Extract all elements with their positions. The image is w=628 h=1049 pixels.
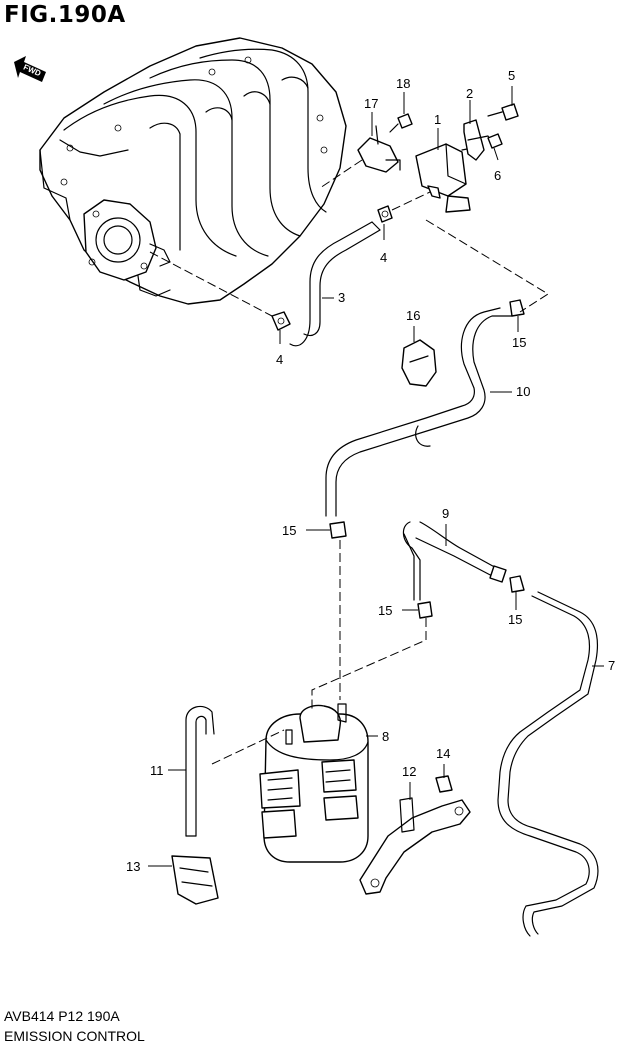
part-8-canister — [259, 703, 369, 863]
figure-caption: EMISSION CONTROL — [4, 1028, 145, 1044]
part-15-clamp-upper — [509, 299, 525, 317]
callout-2: 2 — [466, 86, 473, 101]
intake-manifold — [39, 37, 347, 305]
part-5-bolt — [487, 103, 519, 121]
figure-title: FIG.190A — [4, 2, 126, 28]
callout-9: 9 — [442, 506, 449, 521]
callout-16: 16 — [406, 308, 420, 323]
part-3-hose — [289, 221, 381, 347]
part-10-hose — [325, 307, 513, 517]
callout-7: 7 — [608, 658, 615, 673]
part-4-clamp-upper — [377, 205, 393, 223]
part-15-clamp-mid — [329, 521, 347, 539]
part-1-purge-valve — [415, 143, 475, 213]
callout-1: 1 — [434, 112, 441, 127]
part-7-hose — [497, 591, 599, 937]
callout-11: 11 — [150, 763, 164, 778]
figure-code: AVB414 P12 190A — [4, 1008, 120, 1024]
part-14-nut — [435, 775, 453, 793]
callout-3: 3 — [338, 290, 345, 305]
fwd-arrow-icon: FWD — [14, 56, 46, 82]
part-13-clip — [171, 855, 219, 905]
callout-13: 13 — [126, 859, 140, 874]
part-16-clip — [401, 339, 437, 387]
callout-15-right: 15 — [508, 612, 522, 627]
part-15-clamp-right — [509, 575, 525, 593]
callout-10: 10 — [516, 384, 530, 399]
callout-14: 14 — [436, 746, 450, 761]
callout-15-upper: 15 — [512, 335, 526, 350]
callout-8: 8 — [382, 729, 389, 744]
callout-15-mid: 15 — [282, 523, 296, 538]
callout-17: 17 — [364, 96, 378, 111]
callout-5: 5 — [508, 68, 515, 83]
callout-4-lower: 4 — [276, 352, 283, 367]
callouts: 1 2 3 4 4 5 6 7 8 9 10 11 12 13 14 15 15… — [126, 68, 615, 874]
callout-18: 18 — [396, 76, 410, 91]
part-11-hose — [185, 705, 215, 837]
part-9-hose — [402, 521, 507, 601]
connection-lines — [149, 159, 549, 765]
leader-lines — [148, 86, 604, 867]
callout-12: 12 — [402, 764, 416, 779]
callout-6: 6 — [494, 168, 501, 183]
part-18-bolt — [389, 113, 413, 133]
callout-15-low: 15 — [378, 603, 392, 618]
part-12-bracket — [359, 797, 471, 895]
part-4-clamp-lower — [271, 311, 291, 331]
part-15-clamp-low — [417, 601, 433, 619]
part-17-sensor — [357, 125, 401, 173]
part-6-nut — [487, 133, 503, 149]
callout-4-upper: 4 — [380, 250, 387, 265]
